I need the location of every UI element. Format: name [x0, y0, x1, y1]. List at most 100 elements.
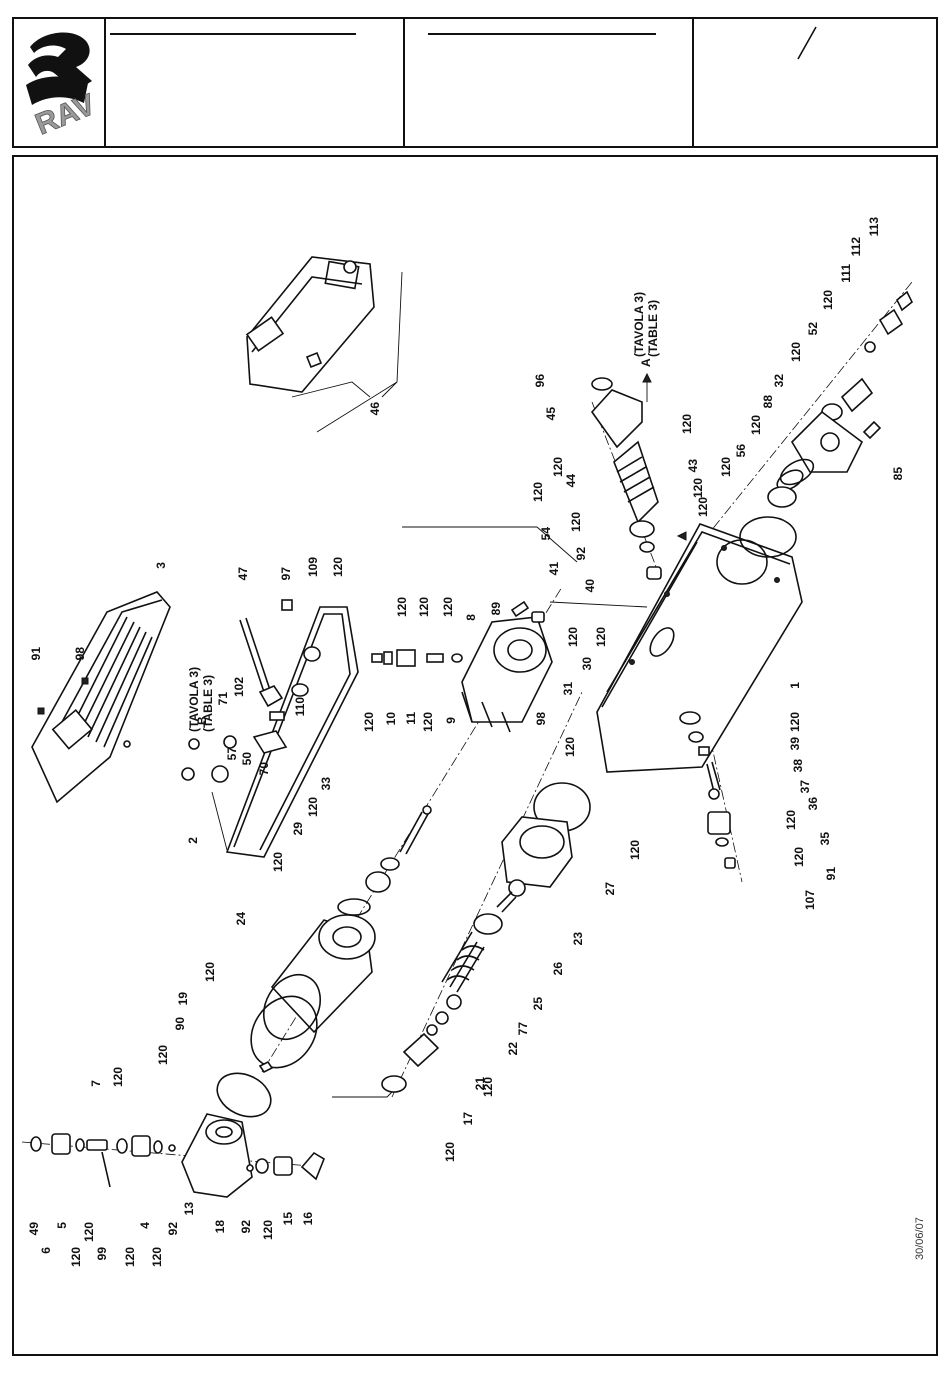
callout-c92a: 92	[574, 547, 588, 561]
callout-c120aa: 120	[443, 1142, 457, 1162]
callout-c90: 90	[173, 1017, 187, 1031]
callout-c96: 96	[533, 374, 547, 388]
table-ref-a-en: (TABLE 3)	[646, 300, 660, 357]
callout-c24: 24	[234, 912, 248, 926]
title-block: RAV	[12, 17, 938, 148]
callout-c25: 25	[531, 997, 545, 1011]
callout-c120p: 120	[594, 627, 608, 647]
axis-drain	[701, 701, 743, 883]
callout-c120ai: 120	[261, 1220, 275, 1240]
callout-c120ad: 120	[111, 1067, 125, 1087]
callout-c1: 1	[788, 682, 802, 689]
callout-c41: 41	[547, 562, 561, 576]
lower-valve-parts	[381, 782, 591, 1093]
callout-c88: 88	[761, 395, 775, 409]
callout-c57: 57	[225, 747, 239, 761]
part-19-clamp-ring	[216, 995, 318, 1118]
callout-c120t: 120	[788, 712, 802, 732]
callout-c54: 54	[539, 527, 553, 541]
callout-c120j: 120	[569, 512, 583, 532]
callout-c120f: 120	[680, 414, 694, 434]
callout-c52: 52	[806, 322, 820, 336]
exploded-parts-diagram: 1131121111205212032881205612085964512012…	[21, 217, 914, 1267]
callout-c9: 9	[444, 717, 458, 724]
callout-c29: 29	[291, 822, 305, 836]
callout-c40: 40	[583, 579, 597, 593]
callout-c120ah: 120	[150, 1247, 164, 1267]
table-ref-b-en: (TABLE 3)	[201, 675, 215, 732]
callout-c3: 3	[154, 562, 168, 569]
callout-c120b: 120	[789, 342, 803, 362]
callout-c33: 33	[319, 777, 333, 791]
callout-c120k: 120	[331, 557, 345, 577]
part-31-valve-body	[461, 600, 553, 733]
table-ref-a: (TAVOLA 3) (TABLE 3) A	[632, 292, 660, 402]
callout-c2: 2	[186, 837, 200, 844]
callout-c44: 44	[564, 474, 578, 488]
valve-stack-upper	[371, 649, 463, 667]
callout-c120u: 120	[784, 810, 798, 830]
callout-c45: 45	[544, 407, 558, 421]
callout-c89: 89	[489, 602, 503, 616]
callout-c120g: 120	[691, 478, 705, 498]
callout-c120v: 120	[792, 847, 806, 867]
callout-c30: 30	[580, 657, 594, 671]
callout-c98a: 98	[73, 647, 87, 661]
callout-c27: 27	[603, 882, 617, 896]
callout-c46: 46	[368, 402, 382, 416]
callout-c120d: 120	[719, 457, 733, 477]
callout-c120ag: 120	[123, 1247, 137, 1267]
callout-c120r: 120	[421, 712, 435, 732]
axis-valve-stack	[391, 691, 583, 1098]
callout-c120q: 120	[563, 737, 577, 757]
table-ref-b: (TAVOLA 3) (TABLE 3) B	[187, 667, 215, 732]
title-underline-1	[110, 33, 356, 35]
part-3-cover	[31, 591, 171, 804]
callout-c8: 8	[464, 614, 478, 621]
callout-c120i: 120	[531, 482, 545, 502]
callout-c6: 6	[39, 1247, 53, 1254]
callout-c92c: 92	[239, 1220, 253, 1234]
part-1-housing	[596, 523, 803, 773]
callout-c120a: 120	[821, 290, 835, 310]
axis-left-assembly	[21, 1141, 323, 1168]
callout-c120s: 120	[362, 712, 376, 732]
callout-c120x: 120	[271, 852, 285, 872]
callout-c110: 110	[293, 697, 307, 717]
callout-c50: 50	[240, 752, 254, 766]
callout-c47: 47	[236, 567, 250, 581]
callout-c120ac: 120	[156, 1045, 170, 1065]
callout-c120h: 120	[696, 497, 710, 517]
callout-c107: 107	[803, 890, 817, 910]
part-2-gasket-plate	[211, 606, 359, 858]
callout-c11: 11	[404, 712, 418, 725]
callout-c91b: 91	[824, 867, 838, 881]
rav-logo-mark: RAV	[26, 32, 100, 142]
callout-c92b: 92	[166, 1222, 180, 1236]
callout-c35: 35	[818, 832, 832, 846]
slash-mark	[797, 26, 817, 60]
callout-c77: 77	[516, 1022, 530, 1036]
callout-c5: 5	[55, 1222, 69, 1229]
title-underline-2	[428, 33, 656, 35]
callout-c15: 15	[281, 1212, 295, 1226]
drain-fitting-stack	[679, 711, 736, 869]
callout-c111: 111	[839, 264, 853, 283]
callout-c120y: 120	[628, 840, 642, 860]
callout-c120z: 120	[481, 1077, 495, 1097]
revision-date: 30/06/07	[914, 1217, 926, 1260]
callout-c7: 7	[89, 1080, 103, 1087]
callout-c120c: 120	[749, 415, 763, 435]
callout-c97: 97	[279, 567, 293, 581]
callout-c120n: 120	[441, 597, 455, 617]
callout-c13: 13	[182, 1202, 196, 1216]
part-46-control-box	[245, 256, 403, 433]
callout-c38: 38	[791, 759, 805, 773]
callout-c85: 85	[891, 467, 905, 481]
callout-c70: 70	[257, 762, 271, 776]
link-line-mid	[549, 601, 648, 608]
callout-c120ae: 120	[69, 1247, 83, 1267]
part-47-rod	[239, 617, 271, 693]
